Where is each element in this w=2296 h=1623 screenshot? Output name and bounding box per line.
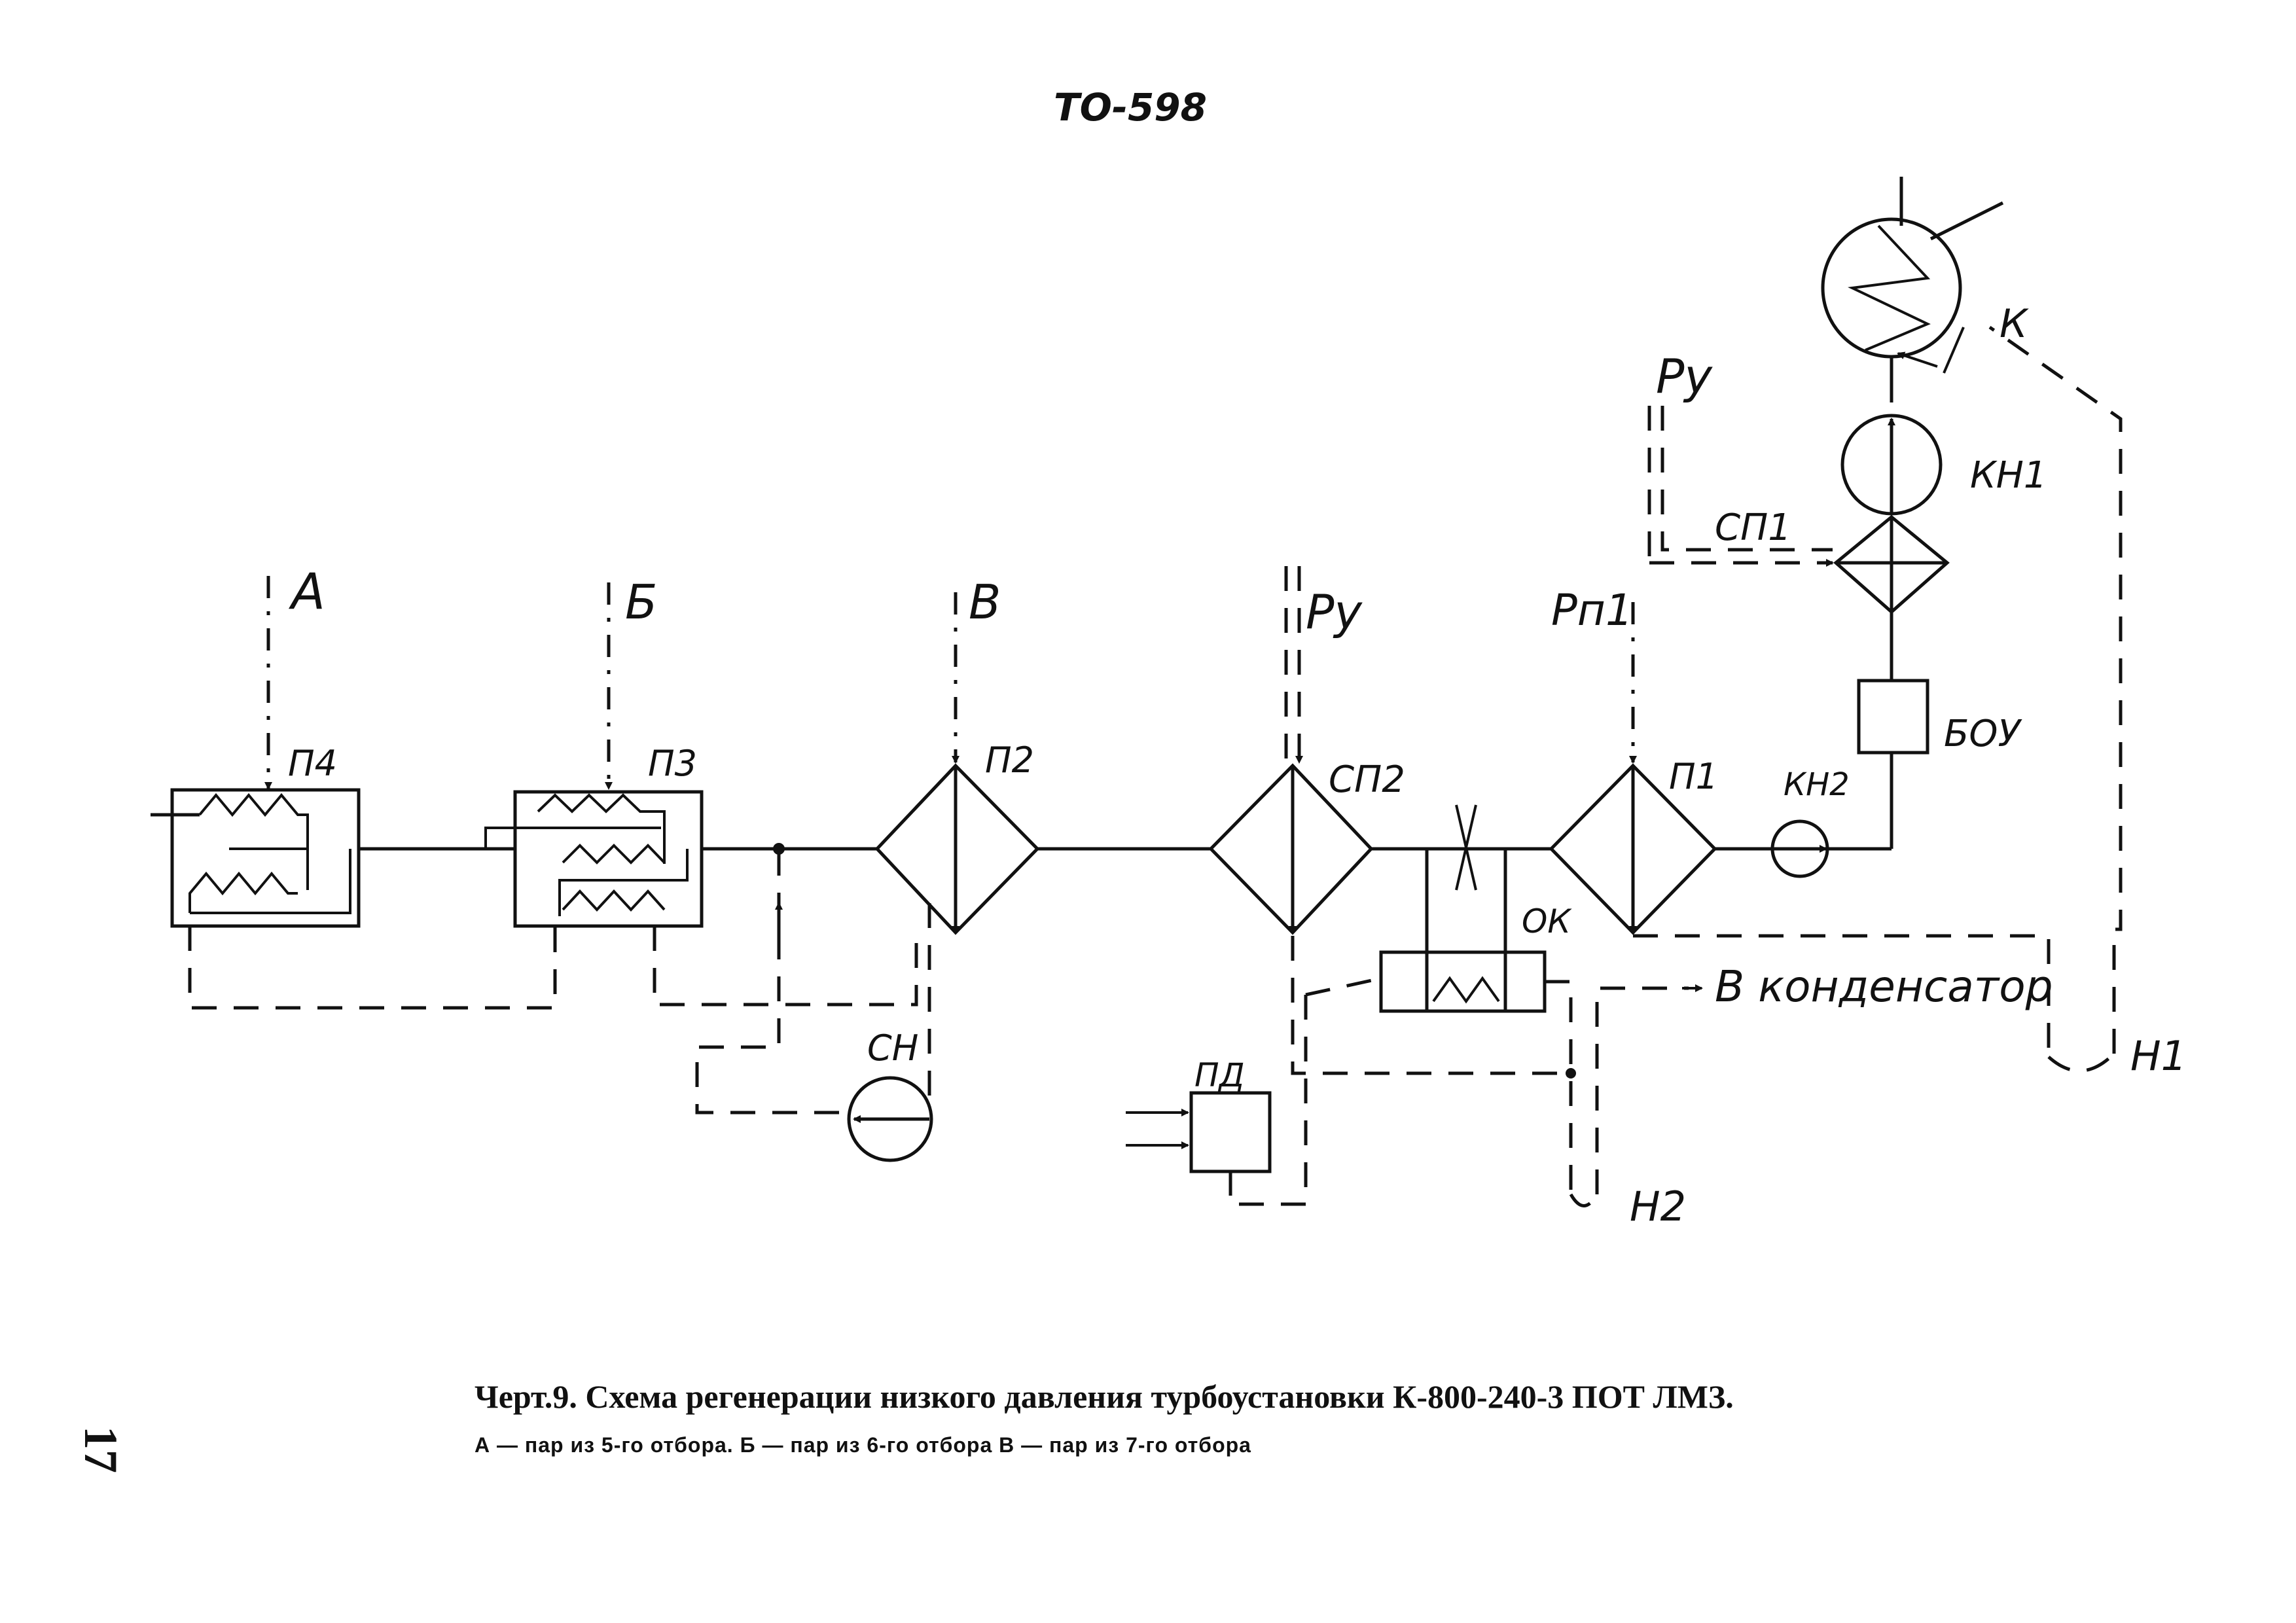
condenser-k [1821, 177, 2004, 374]
bypass-valve-section [1425, 804, 1507, 952]
label-ry-sp1: Ру [1656, 349, 1713, 404]
label-boy: БОУ [1944, 713, 2022, 755]
ry-line-sp1 [1647, 406, 1834, 567]
label-pd: ПД [1194, 1056, 1245, 1094]
drain-lines [188, 325, 2123, 1206]
label-rp1: Рп1 [1551, 585, 1633, 635]
label-sp1: СП1 [1715, 507, 1791, 549]
label-p3: П3 [648, 743, 697, 784]
label-sn: СН [867, 1027, 918, 1069]
heater-p4 [151, 788, 361, 928]
label-ok: ОК [1522, 902, 1572, 940]
label-kn1: КН1 [1970, 454, 2047, 497]
heater-p2 [874, 763, 1040, 935]
label-p2: П2 [985, 740, 1034, 781]
label-sp2: СП2 [1329, 758, 1405, 801]
unit-pd [1126, 1091, 1272, 1173]
document-code: ТО-598 [1054, 85, 1208, 130]
figure-caption-subtitle: А — пар из 5-го отбора. Б — пар из 6-го … [475, 1433, 1251, 1457]
label-n2: Н2 [1630, 1183, 1686, 1230]
figure-caption-title: Черт.9. Схема регенерации низкого давлен… [475, 1378, 1734, 1415]
pump-kn2 [1770, 819, 1829, 878]
label-steam-b: Б [625, 575, 657, 630]
label-n1: Н1 [2130, 1032, 2187, 1080]
heater-sp1 [1833, 514, 1950, 615]
label-steam-v: В [969, 575, 1001, 630]
junction-dot [773, 843, 785, 855]
heater-sp2 [1208, 763, 1374, 935]
ry-line-sp2 [1284, 566, 1303, 764]
label-p1: П1 [1669, 756, 1718, 797]
label-p4: П4 [288, 743, 337, 784]
hydraulic-seals [1569, 1052, 2115, 1207]
label-k: К [2000, 301, 2029, 347]
heater-p3 [484, 790, 704, 928]
label-to-condenser: В конденсатор [1715, 961, 2053, 1012]
steam-lines [264, 576, 1637, 790]
cooler-ok [1379, 950, 1547, 1013]
label-kn2: КН2 [1784, 766, 1850, 803]
boy-unit [1857, 679, 1929, 755]
label-ry-sp2: Ру [1306, 584, 1363, 639]
pump-sn [847, 1076, 933, 1162]
pump-kn1 [1840, 414, 1943, 516]
label-steam-a: А [288, 562, 325, 620]
heater-p1 [1549, 763, 1717, 935]
page-number: 17 [75, 1426, 127, 1473]
